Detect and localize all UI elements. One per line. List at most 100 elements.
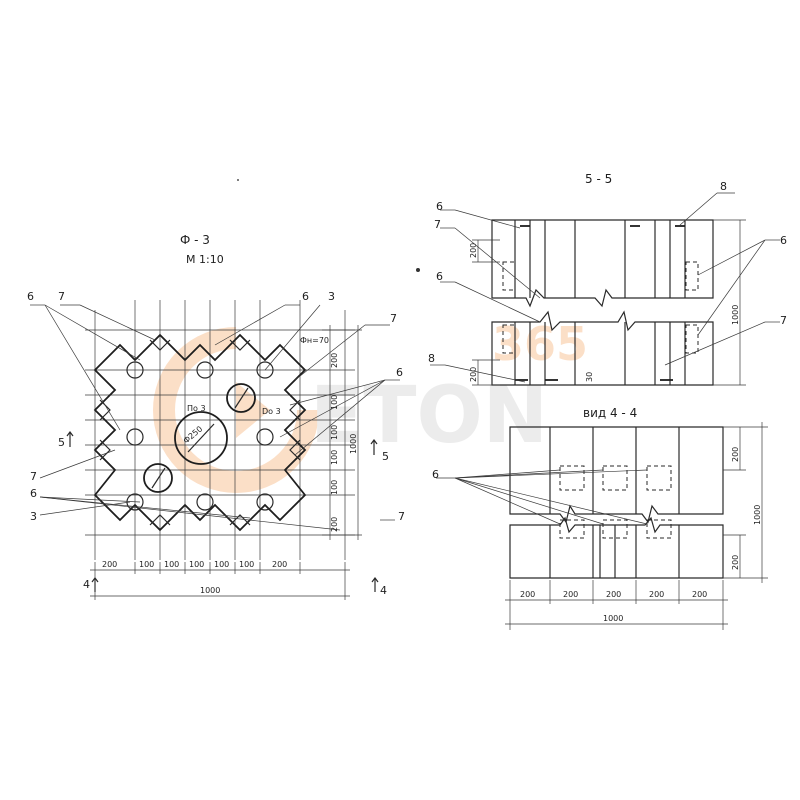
plate-outline: [93, 333, 307, 532]
dim-plan-right-6: 200: [330, 517, 339, 532]
dim-plan-bottom-7: 200: [272, 560, 287, 569]
section-5-5: 5 - 5: [428, 172, 787, 386]
scan-speck: [237, 179, 239, 181]
dim-plan-total: 1000: [200, 586, 220, 595]
callout-3: 3: [328, 290, 335, 303]
watermark-number: 365: [492, 317, 588, 371]
plan-leaders: [30, 304, 400, 531]
label-dn70: Фн=70: [300, 336, 329, 345]
view-right-dims: 200 200 1000: [723, 422, 768, 583]
callout-6: 6: [302, 290, 309, 303]
section-marker-5-right: 5: [370, 439, 389, 463]
dim-plan-bottom-5: 100: [214, 560, 229, 569]
callout-6: 6: [27, 290, 34, 303]
plan-right-dims: 200 100 100 100 100 200 1000: [322, 325, 362, 540]
dim-view-bottom-5: 200: [692, 590, 707, 599]
dim-view-bottom-2: 200: [563, 590, 578, 599]
callout-6: 6: [436, 270, 443, 283]
dim-plan-right-4: 100: [330, 450, 339, 465]
dim-plan-bottom-6: 100: [239, 560, 254, 569]
small-holes: [126, 361, 274, 511]
dim-plan-right-5: 100: [330, 480, 339, 495]
svg-text:4: 4: [380, 584, 387, 597]
dim-view-bottom-4: 200: [649, 590, 664, 599]
callout-6: 6: [436, 200, 443, 213]
callout-6: 6: [432, 468, 439, 481]
svg-text:200: 200: [469, 367, 478, 382]
callout-8: 8: [720, 180, 727, 193]
view-leaders: [436, 469, 648, 525]
svg-text:4: 4: [83, 578, 90, 591]
hole: [196, 493, 214, 511]
large-hole: [226, 383, 256, 413]
dim-view-bottom-1: 200: [520, 590, 535, 599]
svg-text:200: 200: [469, 243, 478, 258]
dim-plan-bottom-1: 200: [102, 560, 117, 569]
plan-title: Ф - 3: [180, 233, 210, 247]
dim-plan-right-3: 100: [330, 425, 339, 440]
dim-view-total: 1000: [603, 614, 623, 623]
plan-view: Ф - 3 М 1:10: [27, 233, 405, 600]
section-title: 5 - 5: [585, 172, 612, 186]
callout-6: 6: [396, 366, 403, 379]
plan-bottom-dims: 200 100 100 100 100 100 200 1000: [90, 560, 350, 600]
svg-text:5: 5: [382, 450, 389, 463]
hole: [126, 428, 144, 446]
large-hole-d250: [174, 411, 228, 465]
large-hole: [143, 463, 173, 493]
svg-text:30: 30: [585, 372, 594, 382]
svg-text:1000: 1000: [731, 305, 740, 325]
scan-speck: [416, 268, 420, 272]
callout-7: 7: [58, 290, 65, 303]
label-do3: Do 3: [262, 407, 281, 416]
callout-7: 7: [390, 312, 397, 325]
hole: [126, 493, 144, 511]
hole: [256, 361, 274, 379]
view-title: вид 4 - 4: [583, 406, 637, 420]
plan-scale: М 1:10: [186, 253, 224, 266]
svg-text:200: 200: [731, 555, 740, 570]
dim-plan-bottom-4: 100: [189, 560, 204, 569]
watermark-text: ETON: [310, 371, 548, 461]
watermark-logo-wedge: [236, 382, 270, 438]
plan-grid: [85, 300, 355, 560]
hole: [256, 428, 274, 446]
svg-text:5: 5: [58, 436, 65, 449]
dim-plan-right-total: 1000: [349, 434, 358, 454]
view-embedded-parts: [559, 465, 672, 539]
section-upper-block: [491, 219, 714, 308]
notch-chevrons: [99, 339, 301, 526]
view-lower-block: [509, 516, 724, 579]
dim-plan-bottom-2: 100: [139, 560, 154, 569]
section-marker-4-right: 4: [371, 577, 387, 597]
section-embedded-parts: [502, 225, 699, 381]
section-dims: 200 200 1000 30: [469, 219, 746, 386]
callout-8: 8: [428, 352, 435, 365]
label-po3: По 3: [187, 404, 206, 413]
view-bottom-dims: 200 200 200 200 200 1000: [505, 580, 728, 630]
view-upper-block: [509, 426, 724, 524]
hole: [196, 361, 214, 379]
dim-plan-right-1: 200: [330, 353, 339, 368]
callout-7: 7: [30, 470, 37, 483]
dim-plan-bottom-3: 100: [164, 560, 179, 569]
callout-7: 7: [434, 218, 441, 231]
hole: [126, 361, 144, 379]
large-holes: [143, 383, 256, 493]
section-marker-4-left: 4: [83, 577, 99, 592]
svg-text:1000: 1000: [753, 505, 762, 525]
callout-7: 7: [780, 314, 787, 327]
dim-plan-right-2: 100: [330, 395, 339, 410]
view-dividers: [549, 427, 680, 578]
section-leaders: [430, 192, 780, 383]
hole: [256, 493, 274, 511]
view-4-4: вид 4 - 4: [432, 406, 768, 630]
callout-6: 6: [30, 487, 37, 500]
svg-text:200: 200: [731, 447, 740, 462]
callout-7: 7: [398, 510, 405, 523]
callout-6: 6: [780, 234, 787, 247]
section-marker-5-left: 5: [58, 431, 74, 449]
callout-3: 3: [30, 510, 37, 523]
dim-view-bottom-3: 200: [606, 590, 621, 599]
